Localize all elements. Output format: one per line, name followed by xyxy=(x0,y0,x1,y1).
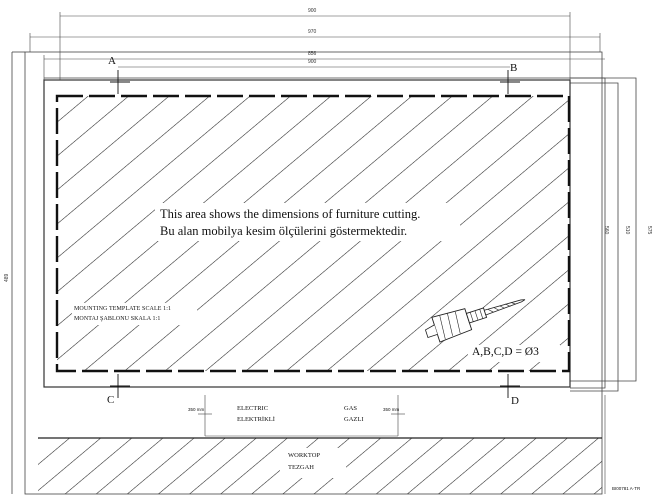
drill-hole-note: A,B,C,D = Ø3 xyxy=(472,346,539,358)
gas-label-en: GAS xyxy=(344,405,358,412)
mounting-scale-en: MOUNTING TEMPLATE SCALE 1:1 xyxy=(74,306,172,312)
electric-label-en: ELECTRIC xyxy=(237,405,269,412)
cutting-outline xyxy=(55,94,571,373)
area-description-en: This area shows the dimensions of furnit… xyxy=(160,207,421,221)
mounting-scale-tr: MONTAJ ŞABLONU SKALA 1:1 xyxy=(74,316,161,322)
right-frame-2 xyxy=(570,82,619,392)
right-frame-1 xyxy=(44,77,606,389)
dim-top-mid: 970 xyxy=(308,29,317,35)
spacer-left-dim: 350 mm xyxy=(188,407,205,412)
point-b-label: B xyxy=(510,62,518,74)
drill-icon xyxy=(424,299,526,343)
dim-top-outer: 900 xyxy=(308,8,317,14)
point-c-label: C xyxy=(107,394,115,406)
area-description-tr: Bu alan mobilya kesim ölçülerini gösterm… xyxy=(160,224,408,238)
point-d-label: D xyxy=(511,395,519,407)
dim-right-c: 575 xyxy=(646,226,652,235)
electric-label-tr: ELEKTRİKLİ xyxy=(237,416,275,423)
dim-right-a: 560 xyxy=(603,226,609,235)
dim-top-inner-a: 856 xyxy=(308,51,317,57)
dim-top-inner-b: 900 xyxy=(308,59,317,65)
document-code: BI00781 A·TR xyxy=(612,486,641,491)
worktop-label-tr: TEZGAH xyxy=(288,464,314,471)
dim-left-total: 489 xyxy=(4,273,10,282)
right-frame-3 xyxy=(570,77,637,382)
gas-label-tr: GAZLI xyxy=(344,416,364,423)
worktop-label-en: WORKTOP xyxy=(288,452,321,459)
dim-right-b: 510 xyxy=(624,226,630,235)
point-a-label: A xyxy=(108,55,116,67)
spacer-right-dim: 350 mm xyxy=(383,407,400,412)
